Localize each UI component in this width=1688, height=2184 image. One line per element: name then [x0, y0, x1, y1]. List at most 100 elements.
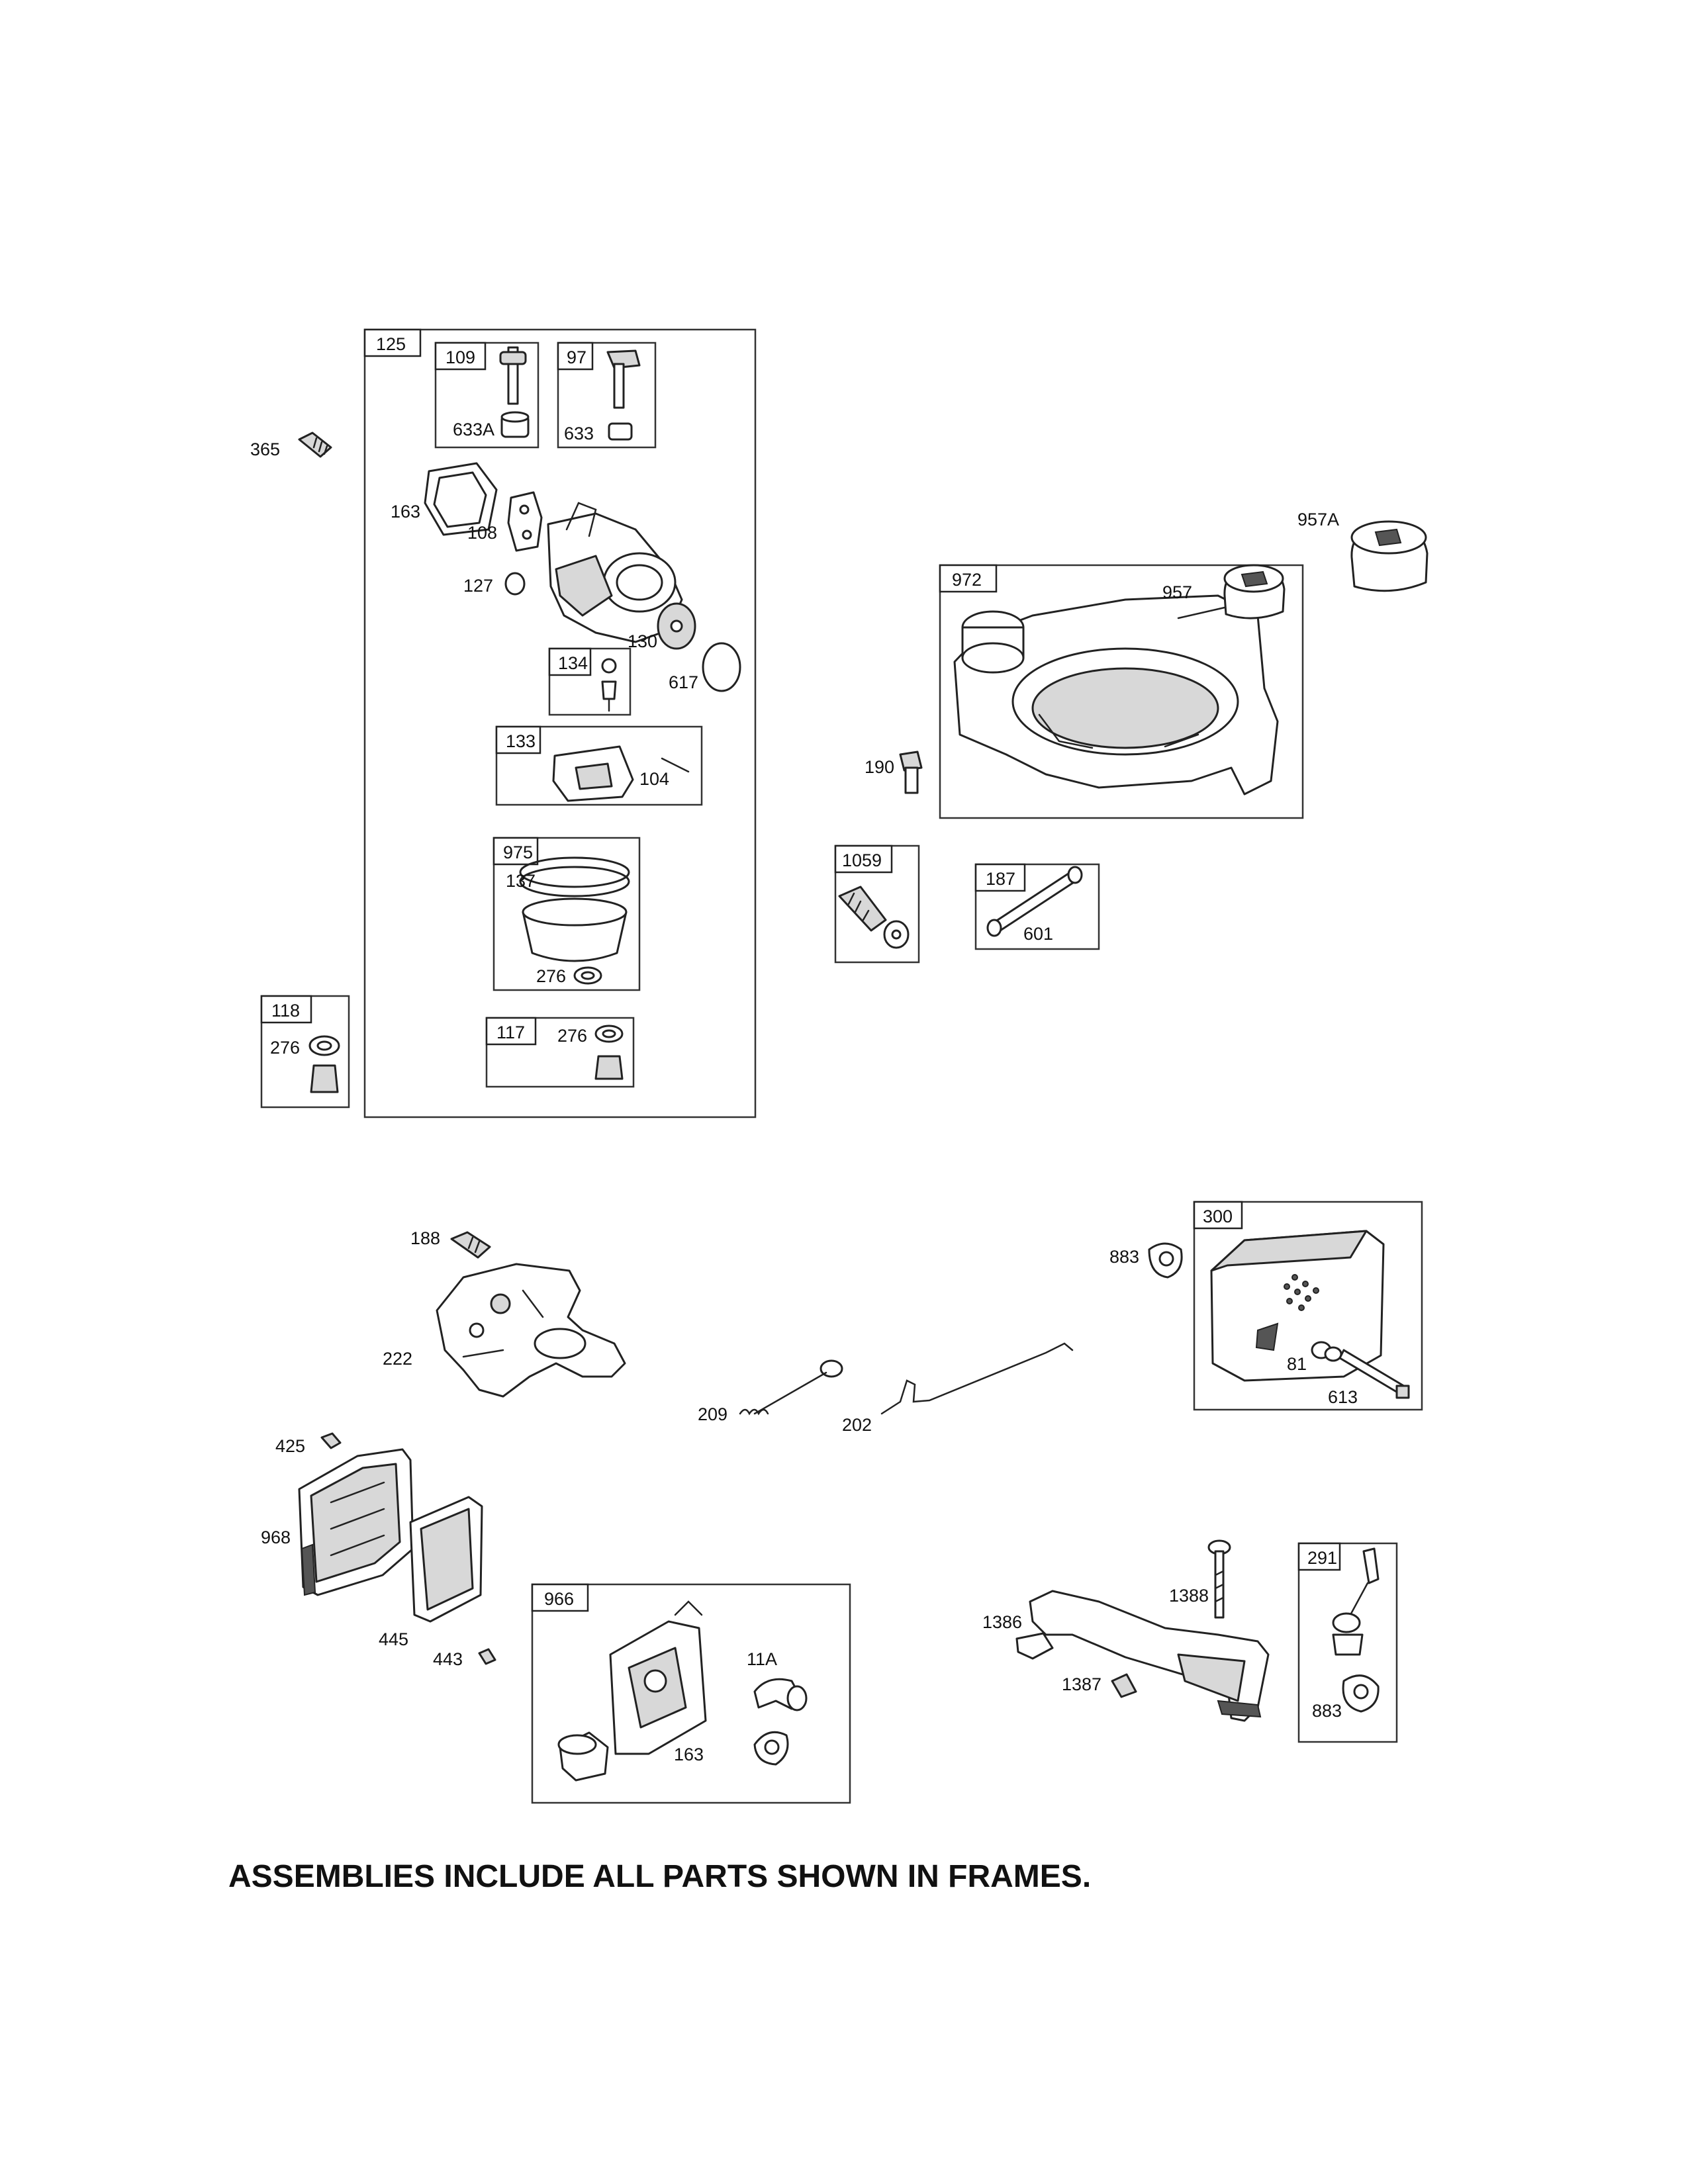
frame-975: 975 [492, 837, 641, 991]
part-957A-cap [1350, 520, 1429, 592]
label-276-118: 276 [270, 1038, 300, 1058]
part-633-cap [608, 422, 633, 441]
frame-tag-1059: 1059 [842, 850, 882, 870]
label-188: 188 [410, 1228, 440, 1248]
frame-300: 300 [1193, 1201, 1423, 1411]
label-957: 957 [1162, 582, 1192, 602]
label-633A: 633A [453, 420, 494, 439]
label-883-291: 883 [1312, 1701, 1342, 1721]
part-137-bowl [519, 856, 630, 962]
part-118-plug [308, 1035, 340, 1093]
part-190-bolt [899, 751, 923, 794]
label-11A: 11A [747, 1649, 777, 1669]
part-966-cap [557, 1731, 609, 1782]
muffler-holes [1284, 1274, 1319, 1311]
frame-134: 134 [548, 647, 632, 716]
frame-291: 291 [1297, 1542, 1398, 1743]
label-202: 202 [842, 1415, 872, 1435]
part-972-fuel-tank [953, 594, 1279, 796]
part-1388-bolt [1207, 1539, 1231, 1619]
part-291-dipstick [1332, 1547, 1380, 1656]
frame-tag-125: 125 [376, 334, 406, 354]
label-130: 130 [628, 631, 657, 651]
frame-tag-300: 300 [1203, 1206, 1233, 1226]
part-108-gasket [507, 491, 543, 552]
label-81: 81 [1287, 1354, 1307, 1374]
label-190: 190 [865, 757, 894, 777]
part-117-plug [594, 1024, 624, 1080]
part-1386-clip [1015, 1632, 1054, 1660]
label-1386: 1386 [982, 1612, 1022, 1632]
label-365: 365 [250, 439, 280, 459]
part-613-bolt [1338, 1349, 1410, 1399]
label-209: 209 [698, 1404, 727, 1424]
frame-tag-97: 97 [567, 347, 586, 367]
part-1386-tube [1029, 1590, 1270, 1722]
label-1388: 1388 [1169, 1586, 1209, 1606]
part-163-gasket [424, 462, 498, 536]
part-425-screw [320, 1432, 342, 1449]
label-108: 108 [467, 523, 497, 543]
label-1387: 1387 [1062, 1674, 1102, 1694]
frame-117: 117 [485, 1017, 635, 1088]
part-883-gasket-291 [1342, 1674, 1380, 1713]
part-202-link [880, 1342, 1074, 1415]
part-130-plate [657, 602, 696, 650]
part-222-bracket [436, 1263, 626, 1398]
part-81-washer [1311, 1341, 1342, 1362]
frame-972: 972 [939, 564, 1304, 819]
frame-tag-291: 291 [1307, 1548, 1337, 1568]
part-276-washer-975 [573, 966, 602, 985]
frame-118: 118 [260, 995, 350, 1109]
assemblies-note: ASSEMBLIES INCLUDE ALL PARTS SHOWN IN FR… [228, 1859, 1092, 1894]
label-617: 617 [669, 672, 698, 692]
part-1059-bolt-washer [838, 886, 910, 949]
frame-1059: 1059 [834, 844, 920, 964]
part-617-oring [702, 642, 741, 692]
label-445: 445 [379, 1629, 408, 1649]
part-11A-elbow [753, 1678, 808, 1711]
label-883-muffler: 883 [1109, 1247, 1139, 1267]
frame-tag-975: 975 [503, 842, 533, 862]
frame-966: 966 [531, 1583, 851, 1804]
label-443: 443 [433, 1649, 463, 1669]
part-1387-seal [1111, 1673, 1137, 1698]
label-968: 968 [261, 1527, 291, 1547]
frame-tag-966: 966 [544, 1589, 574, 1609]
frame-133: 133 [495, 725, 703, 806]
frame-tag-109: 109 [445, 347, 475, 367]
frame-109: 109 [434, 341, 539, 449]
part-209-spring [739, 1359, 843, 1416]
part-carburetor-body [547, 502, 683, 643]
frame-tag-134: 134 [558, 653, 588, 673]
label-222: 222 [383, 1349, 412, 1369]
part-133-float [552, 745, 634, 802]
part-957-cap-tethered [1177, 564, 1286, 619]
part-445-filter [409, 1496, 483, 1623]
part-633A-cap [500, 411, 530, 438]
label-613: 613 [1328, 1387, 1358, 1407]
label-276-975: 276 [536, 966, 566, 986]
label-957A: 957A [1297, 510, 1339, 529]
frame-97: 97 [557, 341, 657, 449]
part-187-fuel-line [986, 866, 1083, 937]
label-137: 137 [506, 871, 536, 891]
frame-tag-972: 972 [952, 570, 982, 590]
part-188-bolt [450, 1231, 491, 1259]
part-134-needle [601, 658, 617, 712]
frame-125: 125 [363, 328, 757, 1118]
label-276-117: 276 [557, 1026, 587, 1046]
label-163-966: 163 [674, 1745, 704, 1764]
label-104: 104 [639, 769, 669, 789]
frame-tag-118: 118 [271, 1001, 300, 1021]
part-968-base [298, 1448, 414, 1596]
frame-tag-187: 187 [986, 869, 1015, 889]
part-109-needle [499, 346, 527, 405]
frame-tag-117: 117 [496, 1023, 525, 1042]
part-97-needle [606, 349, 641, 409]
part-443-screw [478, 1648, 496, 1665]
label-425: 425 [275, 1436, 305, 1456]
part-365-screw [298, 432, 332, 458]
part-127-oring [504, 572, 526, 596]
